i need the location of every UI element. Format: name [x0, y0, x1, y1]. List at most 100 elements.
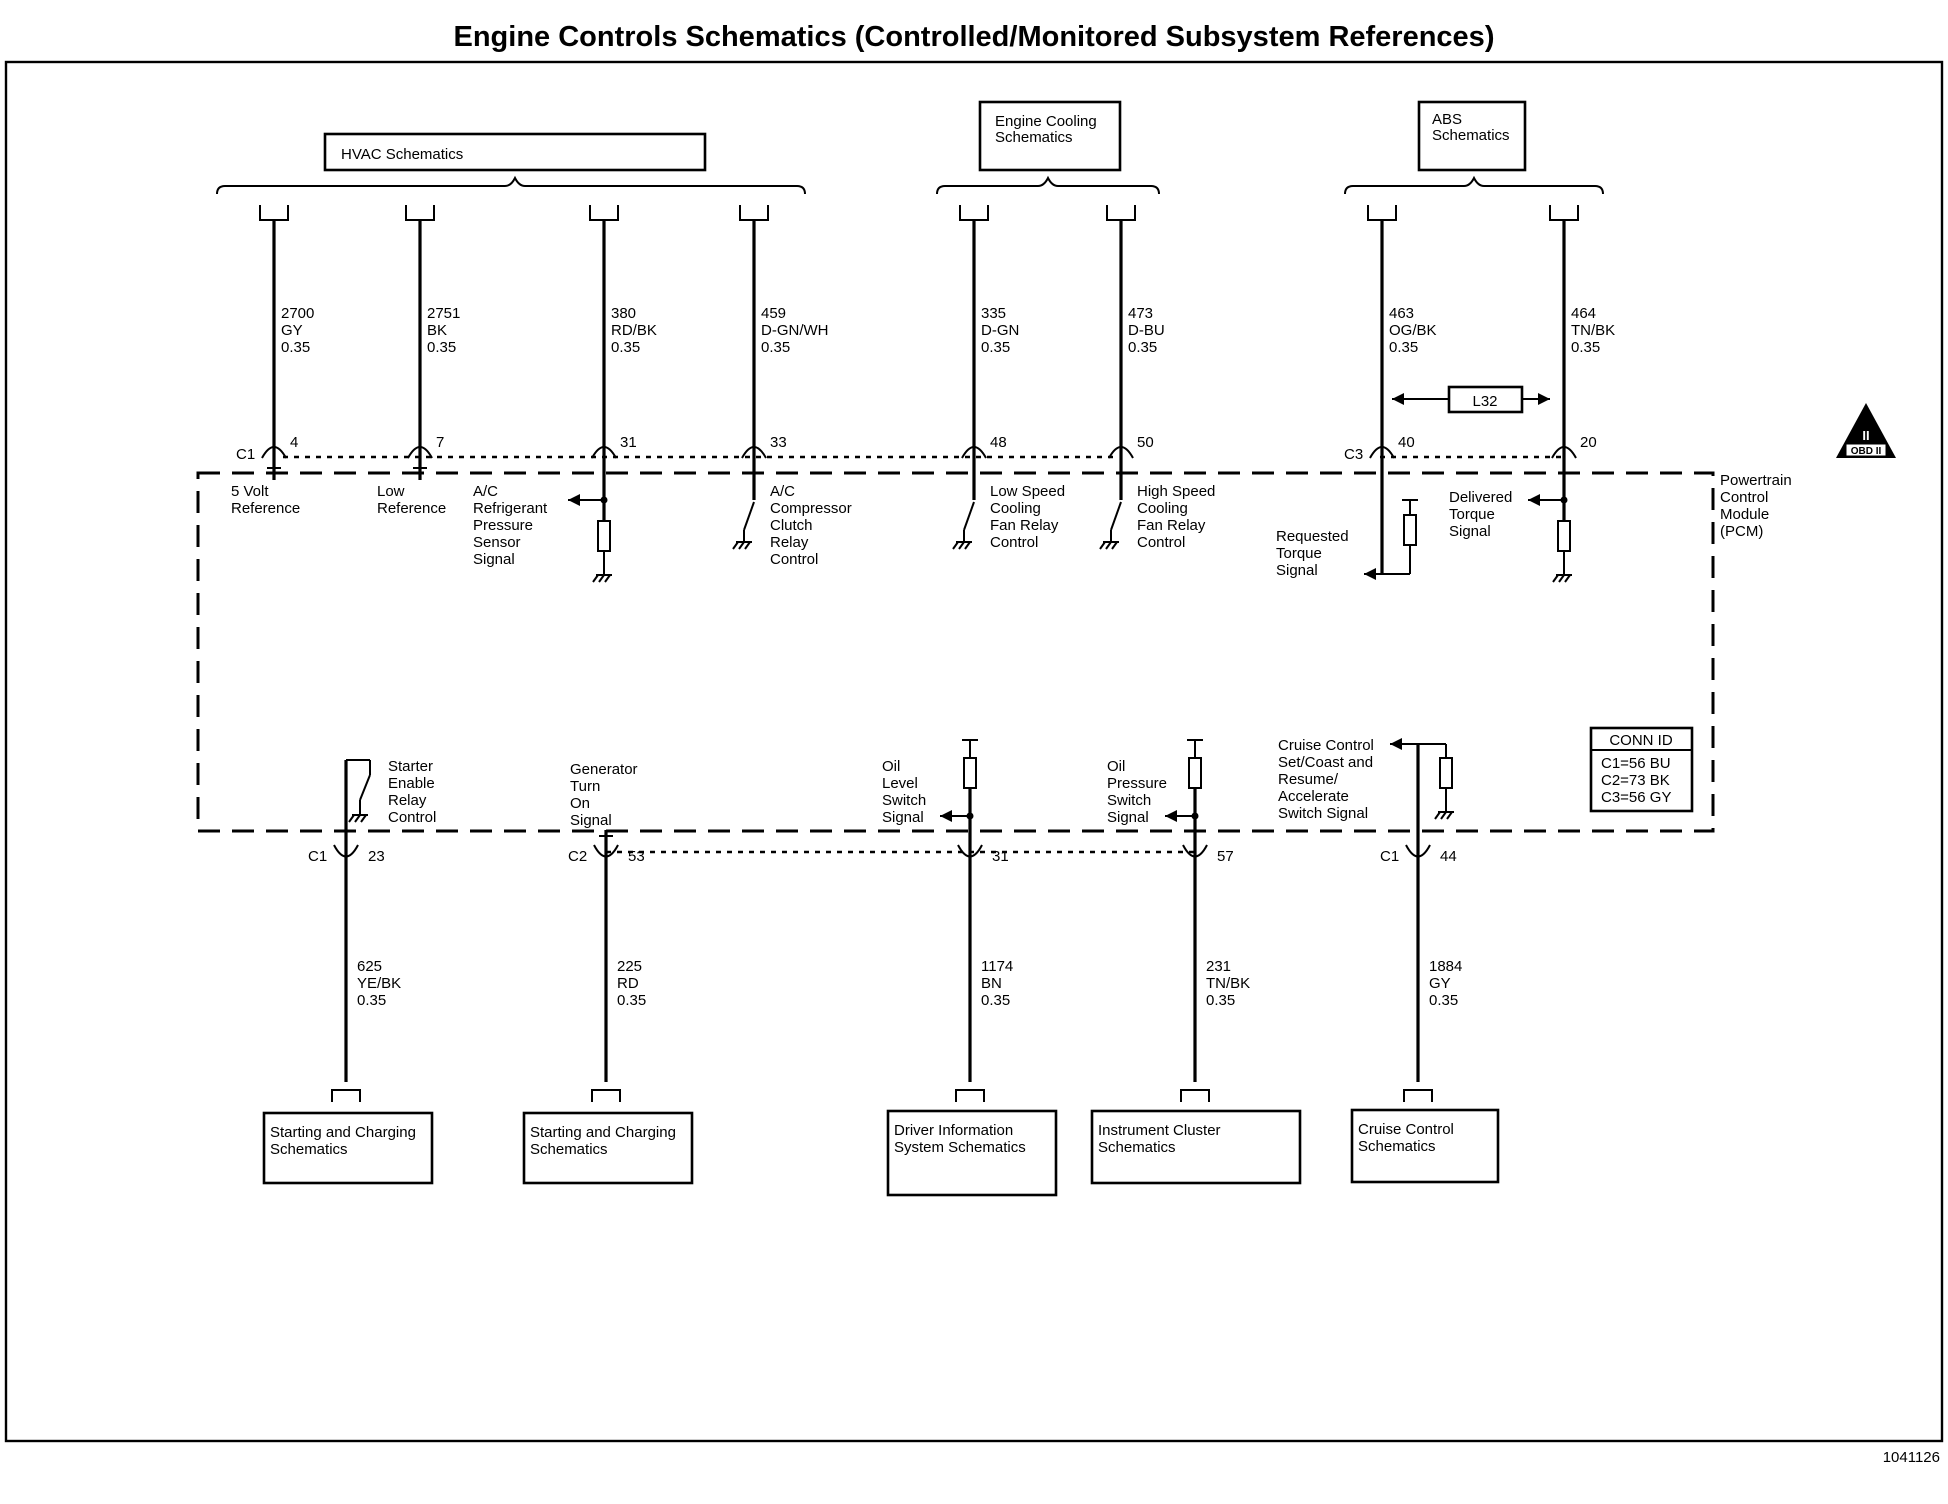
- wire-spec-1884-line: 1884: [1429, 958, 1462, 975]
- connector-terminal: [1106, 205, 1136, 221]
- wire-spec-380-line: RD/BK: [611, 322, 657, 339]
- connector-terminal: [1367, 205, 1397, 221]
- connector-name: C1: [308, 848, 327, 865]
- ground-hatch: [1111, 541, 1118, 550]
- wire-spec-2751-line: 2751: [427, 305, 460, 322]
- pin-number: 44: [1440, 848, 1457, 865]
- signal-arrow: [940, 810, 952, 822]
- wire-spec-459-line: 0.35: [761, 339, 790, 356]
- function-label-2700-line: Reference: [231, 500, 300, 517]
- function-label-464-line: Signal: [1449, 523, 1491, 540]
- connector-terminal: [959, 205, 989, 221]
- ground-hatch: [964, 541, 971, 550]
- wire-spec-2700-line: GY: [281, 322, 303, 339]
- wire-spec-380-line: 0.35: [611, 339, 640, 356]
- pin-number: 40: [1398, 434, 1415, 451]
- function-label-1884-line: Switch Signal: [1278, 805, 1368, 822]
- svg-text:Engine Cooling Schematic: Engine Cooling Schematics: [995, 113, 1101, 146]
- svg-text:HVAC Schematics: HVAC Schematics: [341, 146, 463, 163]
- pin-cap: [407, 446, 433, 459]
- outer-frame: [4, 60, 1944, 1443]
- pin-number: 50: [1137, 434, 1154, 451]
- function-label-463-line: Signal: [1276, 562, 1318, 579]
- function-label-231-line: Oil: [1107, 758, 1125, 775]
- destination-label-1884-line: Cruise Control: [1358, 1121, 1454, 1138]
- wire-spec-225-line: 225: [617, 958, 642, 975]
- function-label-2751-line: Reference: [377, 500, 446, 517]
- function-label-380-line: Refrigerant: [473, 500, 548, 517]
- connector-terminal: [955, 1089, 985, 1102]
- wire-spec-459-line: 459: [761, 305, 786, 322]
- ground-hatch: [738, 541, 745, 550]
- wire-spec-225-line: RD: [617, 975, 639, 992]
- wire-spec-1174-line: 0.35: [981, 992, 1010, 1009]
- destination-box: [886, 1109, 1058, 1197]
- wire-spec-625-line: YE/BK: [357, 975, 401, 992]
- signal-arrow: [568, 494, 580, 506]
- function-label-1884-line: Resume/: [1278, 771, 1339, 788]
- wire-spec-625-line: 0.35: [357, 992, 386, 1009]
- diagram-title: Engine Controls Schematics (Controlled/M…: [454, 21, 1495, 53]
- wire-spec-2700-line: 2700: [281, 305, 314, 322]
- svg-text:CONN ID: CONN ID: [1609, 732, 1673, 749]
- wire-spec-463-line: 0.35: [1389, 339, 1418, 356]
- destination-label-625-line: Starting and Charging: [270, 1124, 416, 1141]
- function-label-335-line: Cooling: [990, 500, 1041, 517]
- wire-spec-1884-line: GY: [1429, 975, 1451, 992]
- l32-option-marker: L32: [1392, 385, 1550, 414]
- pin-number: 7: [436, 434, 444, 451]
- function-label-473-line: High Speed: [1137, 483, 1215, 500]
- ground-hatch: [360, 814, 367, 823]
- ground-hatch: [1105, 541, 1112, 550]
- ground-hatch: [598, 574, 605, 583]
- function-label-1174-line: Level: [882, 775, 918, 792]
- function-label-459-line: Relay: [770, 534, 809, 551]
- resistor: [1439, 757, 1453, 789]
- connector-terminal: [1180, 1089, 1210, 1102]
- destination-label-231-line: Schematics: [1098, 1139, 1176, 1156]
- function-label-459-line: Control: [770, 551, 818, 568]
- pin-number: 23: [368, 848, 385, 865]
- function-label-380-line: Signal: [473, 551, 515, 568]
- pin-number: 48: [990, 434, 1007, 451]
- destination-box: [522, 1111, 694, 1185]
- function-label-464-line: Torque: [1449, 506, 1495, 523]
- pin-cap: [1108, 446, 1134, 459]
- wire-spec-231-line: TN/BK: [1206, 975, 1250, 992]
- destination-box: [1090, 1109, 1302, 1185]
- ground-hatch: [952, 541, 959, 550]
- ground-hatch: [1440, 811, 1447, 820]
- connector-terminal: [589, 205, 619, 221]
- svg-text:C1=56 BU C2=73 BK: C1=56 BU C2=73 BK C3=56 GY: [1601, 755, 1675, 806]
- function-label-473-line: Fan Relay: [1137, 517, 1206, 534]
- ground-hatch: [732, 541, 739, 550]
- connector-terminal: [1403, 1089, 1433, 1102]
- wire-spec-231-line: 231: [1206, 958, 1231, 975]
- function-label-1884-line: Cruise Control: [1278, 737, 1374, 754]
- wire-spec-625-line: 625: [357, 958, 382, 975]
- function-label-335-line: Fan Relay: [990, 517, 1059, 534]
- function-label-231-line: Pressure: [1107, 775, 1167, 792]
- pin-cap: [1551, 446, 1577, 459]
- connector-name: C2: [568, 848, 587, 865]
- hvac-reference: HVAC Schematics: [216, 132, 806, 195]
- pin-number: 57: [1217, 848, 1234, 865]
